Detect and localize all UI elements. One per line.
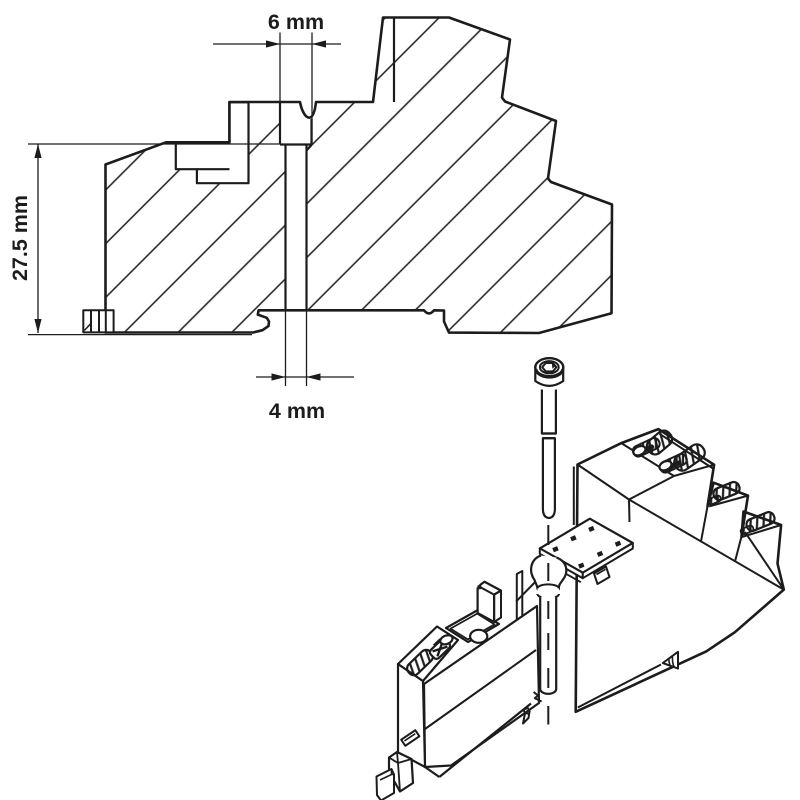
- drawing-line: [552, 546, 559, 553]
- dimension-27-5mm: 27.5 mm: [8, 143, 280, 336]
- drawing-line: [596, 568, 606, 576]
- plate-rivets: [552, 525, 622, 569]
- drawing-line: [628, 498, 785, 591]
- mounting-screw: [534, 357, 565, 520]
- drawing-line: [570, 535, 577, 542]
- drawing-line: [734, 536, 743, 562]
- hex-socket: [541, 362, 558, 373]
- drawing-line: [438, 702, 532, 778]
- drawing-line: [443, 646, 453, 655]
- drawing-line: [588, 525, 595, 532]
- drawing-line: [628, 475, 675, 501]
- drawing-line: [539, 688, 558, 695]
- drawing-line: [537, 588, 559, 599]
- seat-screw-hole: [469, 628, 489, 644]
- cross-section-view: [82, 16, 614, 335]
- drawing-line: [551, 363, 556, 369]
- drawing-line: [388, 751, 412, 792]
- drawing-line: [477, 580, 502, 596]
- test-hole: [632, 444, 647, 457]
- drawing-line: [658, 459, 673, 472]
- drawing-line: [628, 499, 631, 523]
- marker-window: [593, 565, 611, 585]
- relay-cradle: [444, 570, 542, 651]
- screw-boss: [529, 554, 568, 695]
- drawing-line: [83, 323, 92, 332]
- dimension-4mm-label: 4 mm: [269, 399, 325, 423]
- drawing-line: [577, 663, 662, 709]
- drawing-line: [673, 463, 715, 477]
- drawing-line: [632, 444, 647, 457]
- arrow-icon: [34, 144, 42, 158]
- drawing-line: [700, 506, 709, 542]
- drawing-line: [534, 368, 565, 379]
- dimension-4mm: 4 mm: [256, 311, 354, 423]
- drawing-line: [596, 550, 604, 557]
- drawing-line: [449, 612, 496, 641]
- rail-hook: [522, 707, 531, 725]
- screw-channel-void: [280, 102, 312, 311]
- drawing-line: [424, 766, 440, 778]
- drawing-line: [593, 565, 611, 585]
- section-outline: [104, 16, 614, 335]
- arrow-icon: [312, 40, 326, 48]
- drawing-line: [578, 562, 585, 569]
- dimension-27-5mm-label: 27.5 mm: [8, 195, 32, 281]
- mounting-foot: [82, 309, 115, 334]
- drawing-line: [439, 634, 454, 646]
- drawing-line: [493, 590, 502, 623]
- drawing-line: [741, 524, 782, 539]
- drawing-line: [305, 144, 313, 152]
- drawing-line: [404, 733, 416, 742]
- terminal-slot-partial: [707, 494, 722, 506]
- screw-thread: [541, 437, 556, 520]
- din-rail-clip: [661, 650, 679, 670]
- screw-shank: [540, 389, 557, 435]
- drawing-line: [614, 540, 622, 547]
- section-hatch: [105, 17, 612, 333]
- arrow-icon: [306, 373, 321, 381]
- arrow-icon: [266, 40, 280, 48]
- socket-marker-window: [400, 729, 421, 747]
- drawing-line: [424, 649, 537, 730]
- cradle-post: [476, 580, 503, 624]
- drawing-line: [522, 712, 531, 725]
- dimension-6mm: 6 mm: [213, 10, 341, 144]
- drawing-line: [667, 657, 671, 666]
- drawing-line: [523, 707, 531, 715]
- socket-module: [375, 604, 543, 800]
- drawing-line: [671, 655, 675, 668]
- socket-test-hole: [439, 634, 454, 646]
- drawing-line: [744, 531, 785, 591]
- drawing-line: [708, 494, 749, 508]
- arrow-icon: [271, 373, 286, 381]
- dimensions: 6 mm 27.5 mm 4 mm: [8, 10, 354, 423]
- drawing-line: [739, 524, 755, 536]
- plate-side: [581, 542, 634, 580]
- socket-foot: [375, 750, 415, 800]
- relay-module: [572, 427, 786, 714]
- terminal-slot-partial: [739, 524, 755, 536]
- arrow-icon: [34, 319, 42, 333]
- dimension-6mm-label: 6 mm: [268, 10, 324, 34]
- drawing-line: [576, 463, 630, 501]
- drawing-line: [379, 769, 394, 781]
- drawing-line: [661, 650, 679, 670]
- drawing-line: [529, 554, 542, 590]
- drawing-line: [532, 691, 543, 703]
- isometric-view: [375, 357, 786, 800]
- test-hole: [658, 459, 673, 472]
- drawing-line: [707, 494, 722, 506]
